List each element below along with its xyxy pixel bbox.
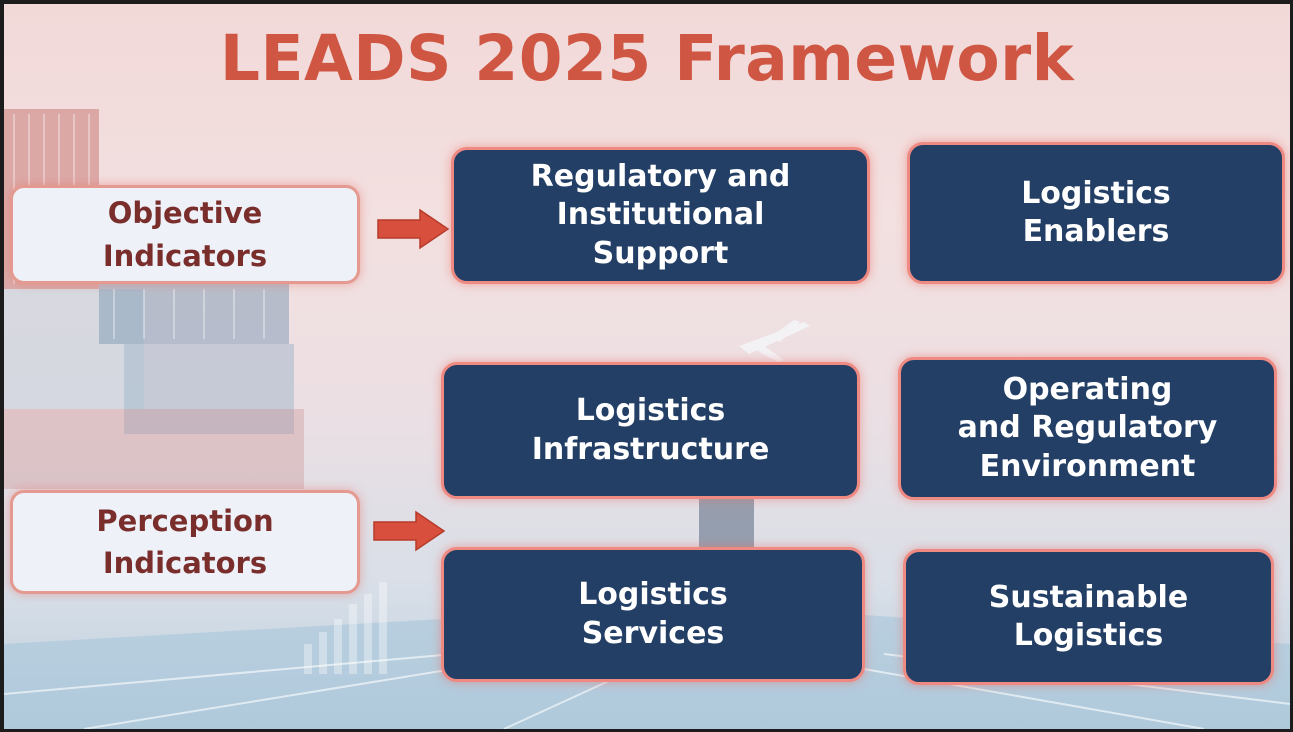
operating-environment-label: Operating and Regulatory Environment xyxy=(957,372,1218,484)
page-title: LEADS 2025 Framework xyxy=(219,22,1075,95)
objective-indicators-box: Objective Indicators xyxy=(10,185,360,284)
objective-indicators-label: Objective Indicators xyxy=(102,196,268,273)
perception-arrow-icon xyxy=(373,510,446,552)
slide: LEADS 2025 Framework Objective Indicator… xyxy=(4,4,1290,729)
logistics-services-label: Logistics Services xyxy=(578,577,728,651)
logistics-infrastructure-box: Logistics Infrastructure xyxy=(441,362,860,499)
logistics-services-box: Logistics Services xyxy=(441,547,865,682)
sustainable-logistics-box: Sustainable Logistics xyxy=(903,549,1274,685)
regulatory-support-box: Regulatory and Institutional Support xyxy=(451,147,870,284)
perception-indicators-box: Perception Indicators xyxy=(10,490,360,594)
sustainable-logistics-label: Sustainable Logistics xyxy=(988,579,1189,653)
objective-arrow-icon xyxy=(377,208,450,250)
logistics-infrastructure-label: Logistics Infrastructure xyxy=(531,393,770,467)
regulatory-support-label: Regulatory and Institutional Support xyxy=(530,159,791,271)
logistics-enablers-box: Logistics Enablers xyxy=(907,142,1285,284)
logistics-enablers-label: Logistics Enablers xyxy=(1021,175,1171,249)
perception-indicators-label: Perception Indicators xyxy=(96,503,274,580)
operating-environment-box: Operating and Regulatory Environment xyxy=(898,357,1277,500)
